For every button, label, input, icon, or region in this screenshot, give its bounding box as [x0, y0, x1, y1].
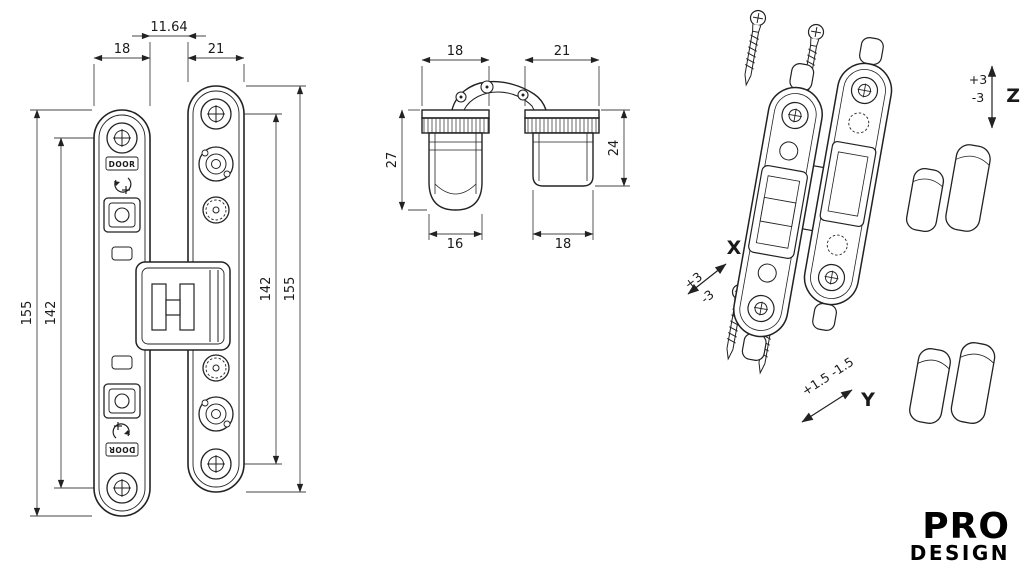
- door-label-top: DOOR: [109, 160, 136, 169]
- x-axis-minus: -3: [698, 287, 717, 306]
- dim-side-plate-height: 24: [607, 140, 622, 157]
- logo-line-design: DESIGN: [909, 541, 1010, 565]
- dim-side-plate-bottom-width: 18: [555, 237, 572, 252]
- logo-line-pro: PRO: [922, 506, 1010, 548]
- y-axis-arrow: [801, 389, 853, 423]
- front-left-plate: [93, 109, 151, 517]
- pro-design-logo: PRO DESIGN: [909, 506, 1010, 565]
- dim-front-plate-left-width: 18: [114, 42, 131, 57]
- iso-right-body: [803, 37, 893, 331]
- side-pivot-arm: [451, 80, 547, 111]
- dim-front-right-inner-height: 142: [259, 277, 274, 302]
- dim-front-left-inner-height: 142: [44, 301, 59, 326]
- dim-side-cup-top-width: 18: [447, 44, 464, 59]
- x-axis-label: X: [727, 237, 742, 259]
- z-axis-label: Z: [1006, 85, 1020, 107]
- dim-side-plate-top-width: 21: [554, 44, 571, 59]
- dim-side-cup-height: 27: [385, 152, 400, 169]
- y-axis-range: +1.5 -1.5: [799, 354, 856, 399]
- adjust-arrow-symbol-top: [114, 177, 132, 194]
- z-axis-plus: +3: [969, 72, 987, 87]
- cover-cap: [905, 167, 945, 233]
- dim-front-plate-right-width: 21: [208, 42, 225, 57]
- dim-front-right-outer-height: 155: [283, 277, 298, 302]
- side-dimension-lines: [398, 56, 630, 240]
- iso-left-body: [733, 63, 823, 361]
- adjust-arrow-symbol-bottom: [112, 422, 130, 439]
- dim-side-cup-bottom-width: 16: [447, 237, 464, 252]
- x-axis-arrow: [687, 263, 727, 295]
- y-axis-label: Y: [860, 389, 875, 411]
- iso-view: +3 -3 Z X +3 -3 +1.5 -1.5 Y: [681, 8, 1020, 424]
- cover-cap: [950, 342, 996, 424]
- side-right-unit: [524, 109, 600, 187]
- dim-front-left-outer-height: 155: [20, 301, 35, 326]
- cover-cap: [909, 348, 951, 424]
- z-axis-minus: -3: [972, 90, 984, 105]
- cover-cap: [945, 144, 991, 232]
- dim-front-gap: 11.64: [150, 20, 187, 35]
- cover-caps: [905, 144, 996, 424]
- side-view: 18 21 27 24 16 18: [385, 44, 630, 252]
- front-view: 18 11.64 21 155 142 142 155 DOOR DOOR: [20, 20, 306, 517]
- x-axis-plus: +3: [681, 269, 705, 292]
- front-center-link: [135, 261, 231, 351]
- door-label-bottom: DOOR: [109, 445, 136, 454]
- side-left-unit: [421, 109, 490, 211]
